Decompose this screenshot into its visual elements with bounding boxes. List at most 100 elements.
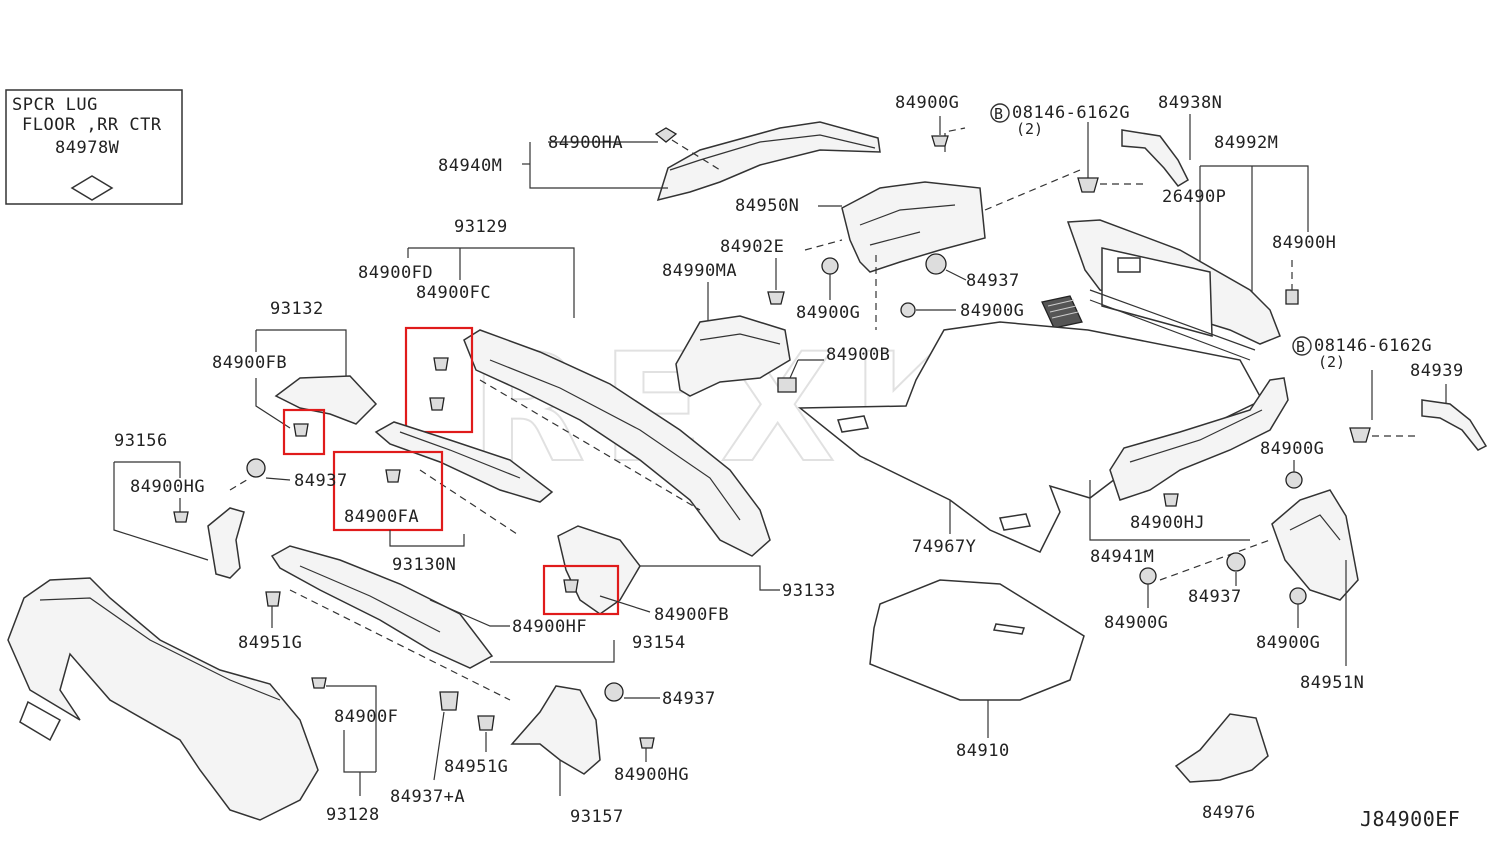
spacer-diamond-icon: [70, 175, 114, 201]
label-84900G-right-a: 84900G: [1260, 439, 1324, 459]
part-84910: [869, 579, 1085, 701]
label-84902E: 84902E: [720, 237, 784, 257]
label-84900G-lower-a: 84900G: [1104, 613, 1168, 633]
part-93156: [207, 507, 245, 579]
clip-84951G-lower: [477, 715, 495, 731]
clip-84900HG-left: [173, 511, 189, 523]
label-93130N: 93130N: [392, 555, 456, 575]
part-93129: [463, 329, 771, 557]
clip-84900FC: [429, 397, 445, 411]
label-84937-top: 84937: [966, 271, 1020, 291]
legend-box: SPCR LUG FLOOR ,RR CTR 84978W: [5, 89, 183, 205]
bolt-symbol-right: B: [1296, 338, 1305, 356]
label-84950N: 84950N: [735, 196, 799, 216]
label-84900G-right-b: 84900G: [1256, 633, 1320, 653]
label-84951G-lower: 84951G: [444, 757, 508, 777]
clip-84900FA: [385, 469, 401, 483]
highlight-box-84900FB-right: [542, 564, 620, 616]
highlight-box-84900FA: [332, 450, 444, 532]
part-84940M: [654, 121, 881, 202]
label-93132: 93132: [270, 299, 324, 319]
label-93133: 93133: [782, 581, 836, 601]
label-84976: 84976: [1202, 803, 1256, 823]
part-84938N: [1121, 129, 1189, 187]
highlight-box-84900FB-left: [282, 408, 326, 456]
clip-84900HJ: [1163, 493, 1179, 507]
part-84976: [1174, 713, 1269, 783]
grommet-84937-left: [246, 458, 266, 478]
clip-84900G-mid-b: [900, 302, 916, 318]
label-84951N: 84951N: [1300, 673, 1364, 693]
bolt-08146-top: [1077, 177, 1099, 193]
label-84940M: 84940M: [438, 156, 502, 176]
label-84900HG-lower: 84900HG: [614, 765, 689, 785]
vent-grille: [1041, 295, 1083, 329]
part-84939: [1421, 399, 1488, 451]
label-84900H: 84900H: [1272, 233, 1336, 253]
label-84939: 84939: [1410, 361, 1464, 381]
label-84900B: 84900B: [826, 345, 890, 365]
label-84900G-mid-a: 84900G: [796, 303, 860, 323]
part-93128: [7, 577, 319, 821]
part-84950N: [841, 181, 986, 273]
label-84900G-top: 84900G: [895, 93, 959, 113]
grommet-84937-right: [1226, 552, 1246, 572]
drawing-code: J84900EF: [1360, 807, 1460, 831]
label-84910: 84910: [956, 741, 1010, 761]
label-93154: 93154: [632, 633, 686, 653]
label-93128: 93128: [326, 805, 380, 825]
part-84992M: [1066, 219, 1281, 361]
label-84900FB-left: 84900FB: [212, 353, 287, 373]
clip-84900HG-lower: [639, 737, 655, 749]
label-84937A: 84937+A: [390, 787, 465, 807]
label-26490P: 26490P: [1162, 187, 1226, 207]
highlight-box-84900FC: [404, 326, 474, 434]
label-84938N: 84938N: [1158, 93, 1222, 113]
label-84937-left: 84937: [294, 471, 348, 491]
label-84900HA: 84900HA: [548, 133, 623, 153]
label-qty-top: (2): [1016, 120, 1043, 138]
label-08146-6162G-top: 08146-6162G: [1012, 103, 1130, 123]
bolt-symbol-top: B: [994, 105, 1003, 123]
clip-84902E: [767, 291, 785, 305]
label-84900HJ: 84900HJ: [1130, 513, 1205, 533]
label-84990MA: 84990MA: [662, 261, 737, 281]
label-93129: 93129: [454, 217, 508, 237]
label-84941M: 84941M: [1090, 547, 1154, 567]
label-84900FB-right: 84900FB: [654, 605, 729, 625]
clip-84900H: [1285, 289, 1299, 305]
clip-84900F: [311, 677, 327, 689]
part-84941M: [1109, 377, 1289, 501]
label-84937-right: 84937: [1188, 587, 1242, 607]
clip-84900FB-right: [563, 579, 579, 593]
label-84900HF: 84900HF: [512, 617, 587, 637]
label-84937-lower: 84937: [662, 689, 716, 709]
clip-84900FB-left: [293, 423, 309, 437]
label-93156: 93156: [114, 431, 168, 451]
part-93133: [557, 525, 641, 615]
part-84951N: [1271, 489, 1359, 601]
grommet-84937-lower: [604, 682, 624, 702]
label-qty-right: (2): [1318, 353, 1345, 371]
part-84990MA: [675, 315, 791, 397]
part-93157: [510, 685, 601, 775]
legend-line-1: SPCR LUG: [12, 95, 98, 115]
label-84900G-mid-b: 84900G: [960, 301, 1024, 321]
legend-line-2: FLOOR ,RR CTR: [22, 115, 162, 135]
clip-84900G-lower-a: [1139, 567, 1157, 585]
label-84951G-left: 84951G: [238, 633, 302, 653]
part-93154: [270, 545, 494, 669]
part-93132: [274, 375, 378, 425]
bolt-08146-right: [1349, 427, 1371, 443]
clip-84900G-right-a: [1285, 471, 1303, 489]
label-84900HG-left: 84900HG: [130, 477, 205, 497]
label-08146-6162G-right: 08146-6162G: [1314, 336, 1432, 356]
clip-84900B: [777, 377, 797, 393]
grommet-84937-top: [925, 253, 947, 275]
label-84900FD: 84900FD: [358, 263, 433, 283]
label-84992M: 84992M: [1214, 133, 1278, 153]
label-84900FA: 84900FA: [344, 507, 419, 527]
clip-84937A: [439, 691, 459, 711]
clip-84900FD: [433, 357, 449, 371]
